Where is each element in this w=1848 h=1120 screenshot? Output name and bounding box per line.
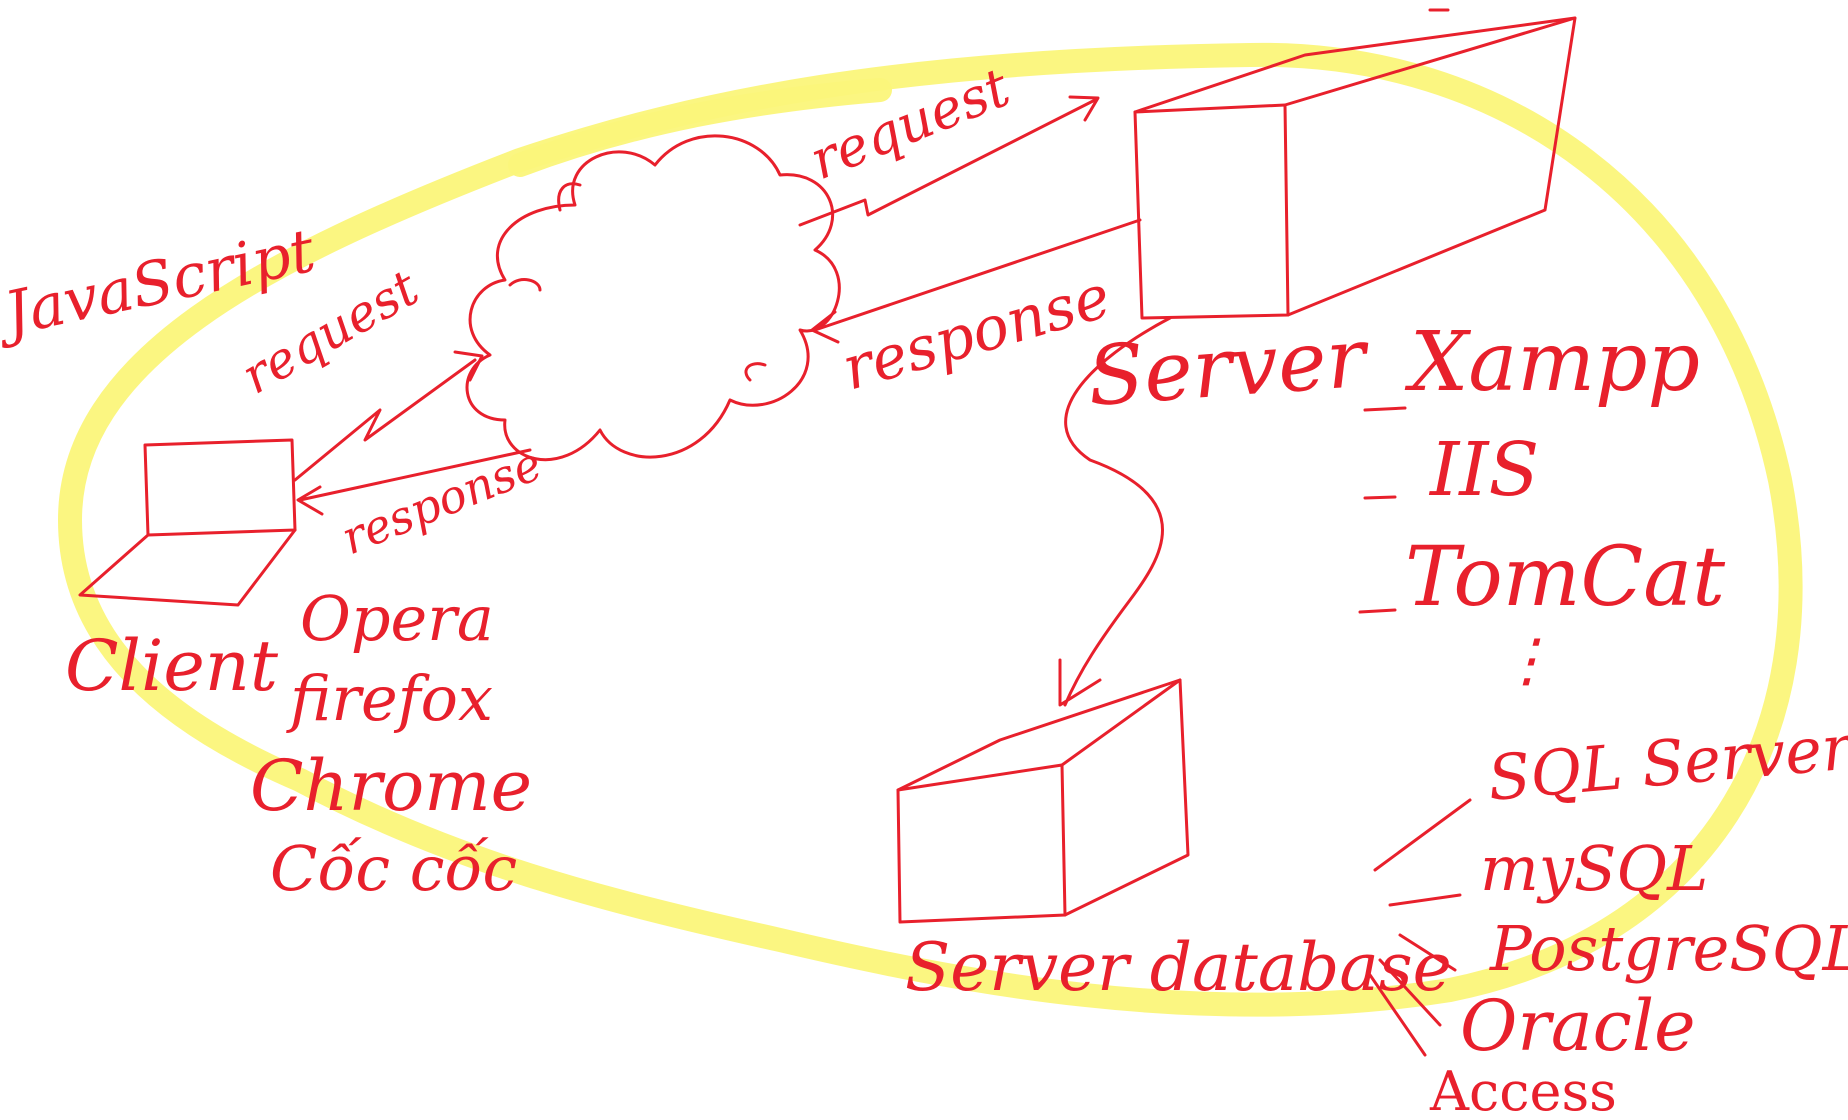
server-software-more: ⋮ [1498,626,1556,694]
client-label: Client [65,625,279,707]
server-response-arrow [810,218,1142,344]
server-software-item: Xampp [1404,315,1700,410]
connector-line [1368,973,1427,1057]
database-systems-list: SQL Server mySQL PostgreSQL Oracle Acces… [1429,710,1848,1120]
browser-list: Opera firefox Chrome Cốc cốc [250,582,532,905]
dash [1363,495,1397,500]
highlight-loop-overlap [508,78,892,177]
dash [1363,406,1407,412]
server-request-arrow [798,95,1100,227]
connector-line [1398,933,1457,972]
database-system-item: Access [1429,1060,1617,1120]
server-software-item: TomCat [1405,530,1726,625]
highlight-loop [58,42,1803,1017]
connector-line [1388,893,1462,907]
client-request-arrow [293,350,484,482]
database-label: Server database [905,929,1452,1006]
server-to-database-arrow [1058,316,1172,707]
database-server-box [896,678,1190,924]
database-system-item: PostgreSQL [1489,912,1848,985]
cloud-detail [508,182,767,382]
laptop-icon [78,438,297,607]
database-system-item: Oracle [1460,985,1696,1067]
browser-item: Chrome [250,745,532,827]
browser-item: Opera [300,582,494,655]
connector-line [1378,958,1442,1027]
server-software-item: IIS [1428,427,1539,513]
client-response-arrow [296,448,532,516]
web-server-box [1133,8,1577,320]
database-system-item: mySQL [1480,832,1708,905]
server-label: Server [1085,310,1374,424]
client-response-label: response [334,436,549,565]
cloud-icon [465,134,841,461]
database-system-item: SQL Server [1485,710,1848,815]
connector-line [1373,798,1472,872]
browser-item: Cốc cốc [270,832,517,905]
server-software-list: Xampp IIS TomCat ⋮ [1404,315,1726,694]
dash [1358,608,1397,614]
browser-item: firefox [286,662,493,735]
server-response-label: response [835,261,1118,404]
